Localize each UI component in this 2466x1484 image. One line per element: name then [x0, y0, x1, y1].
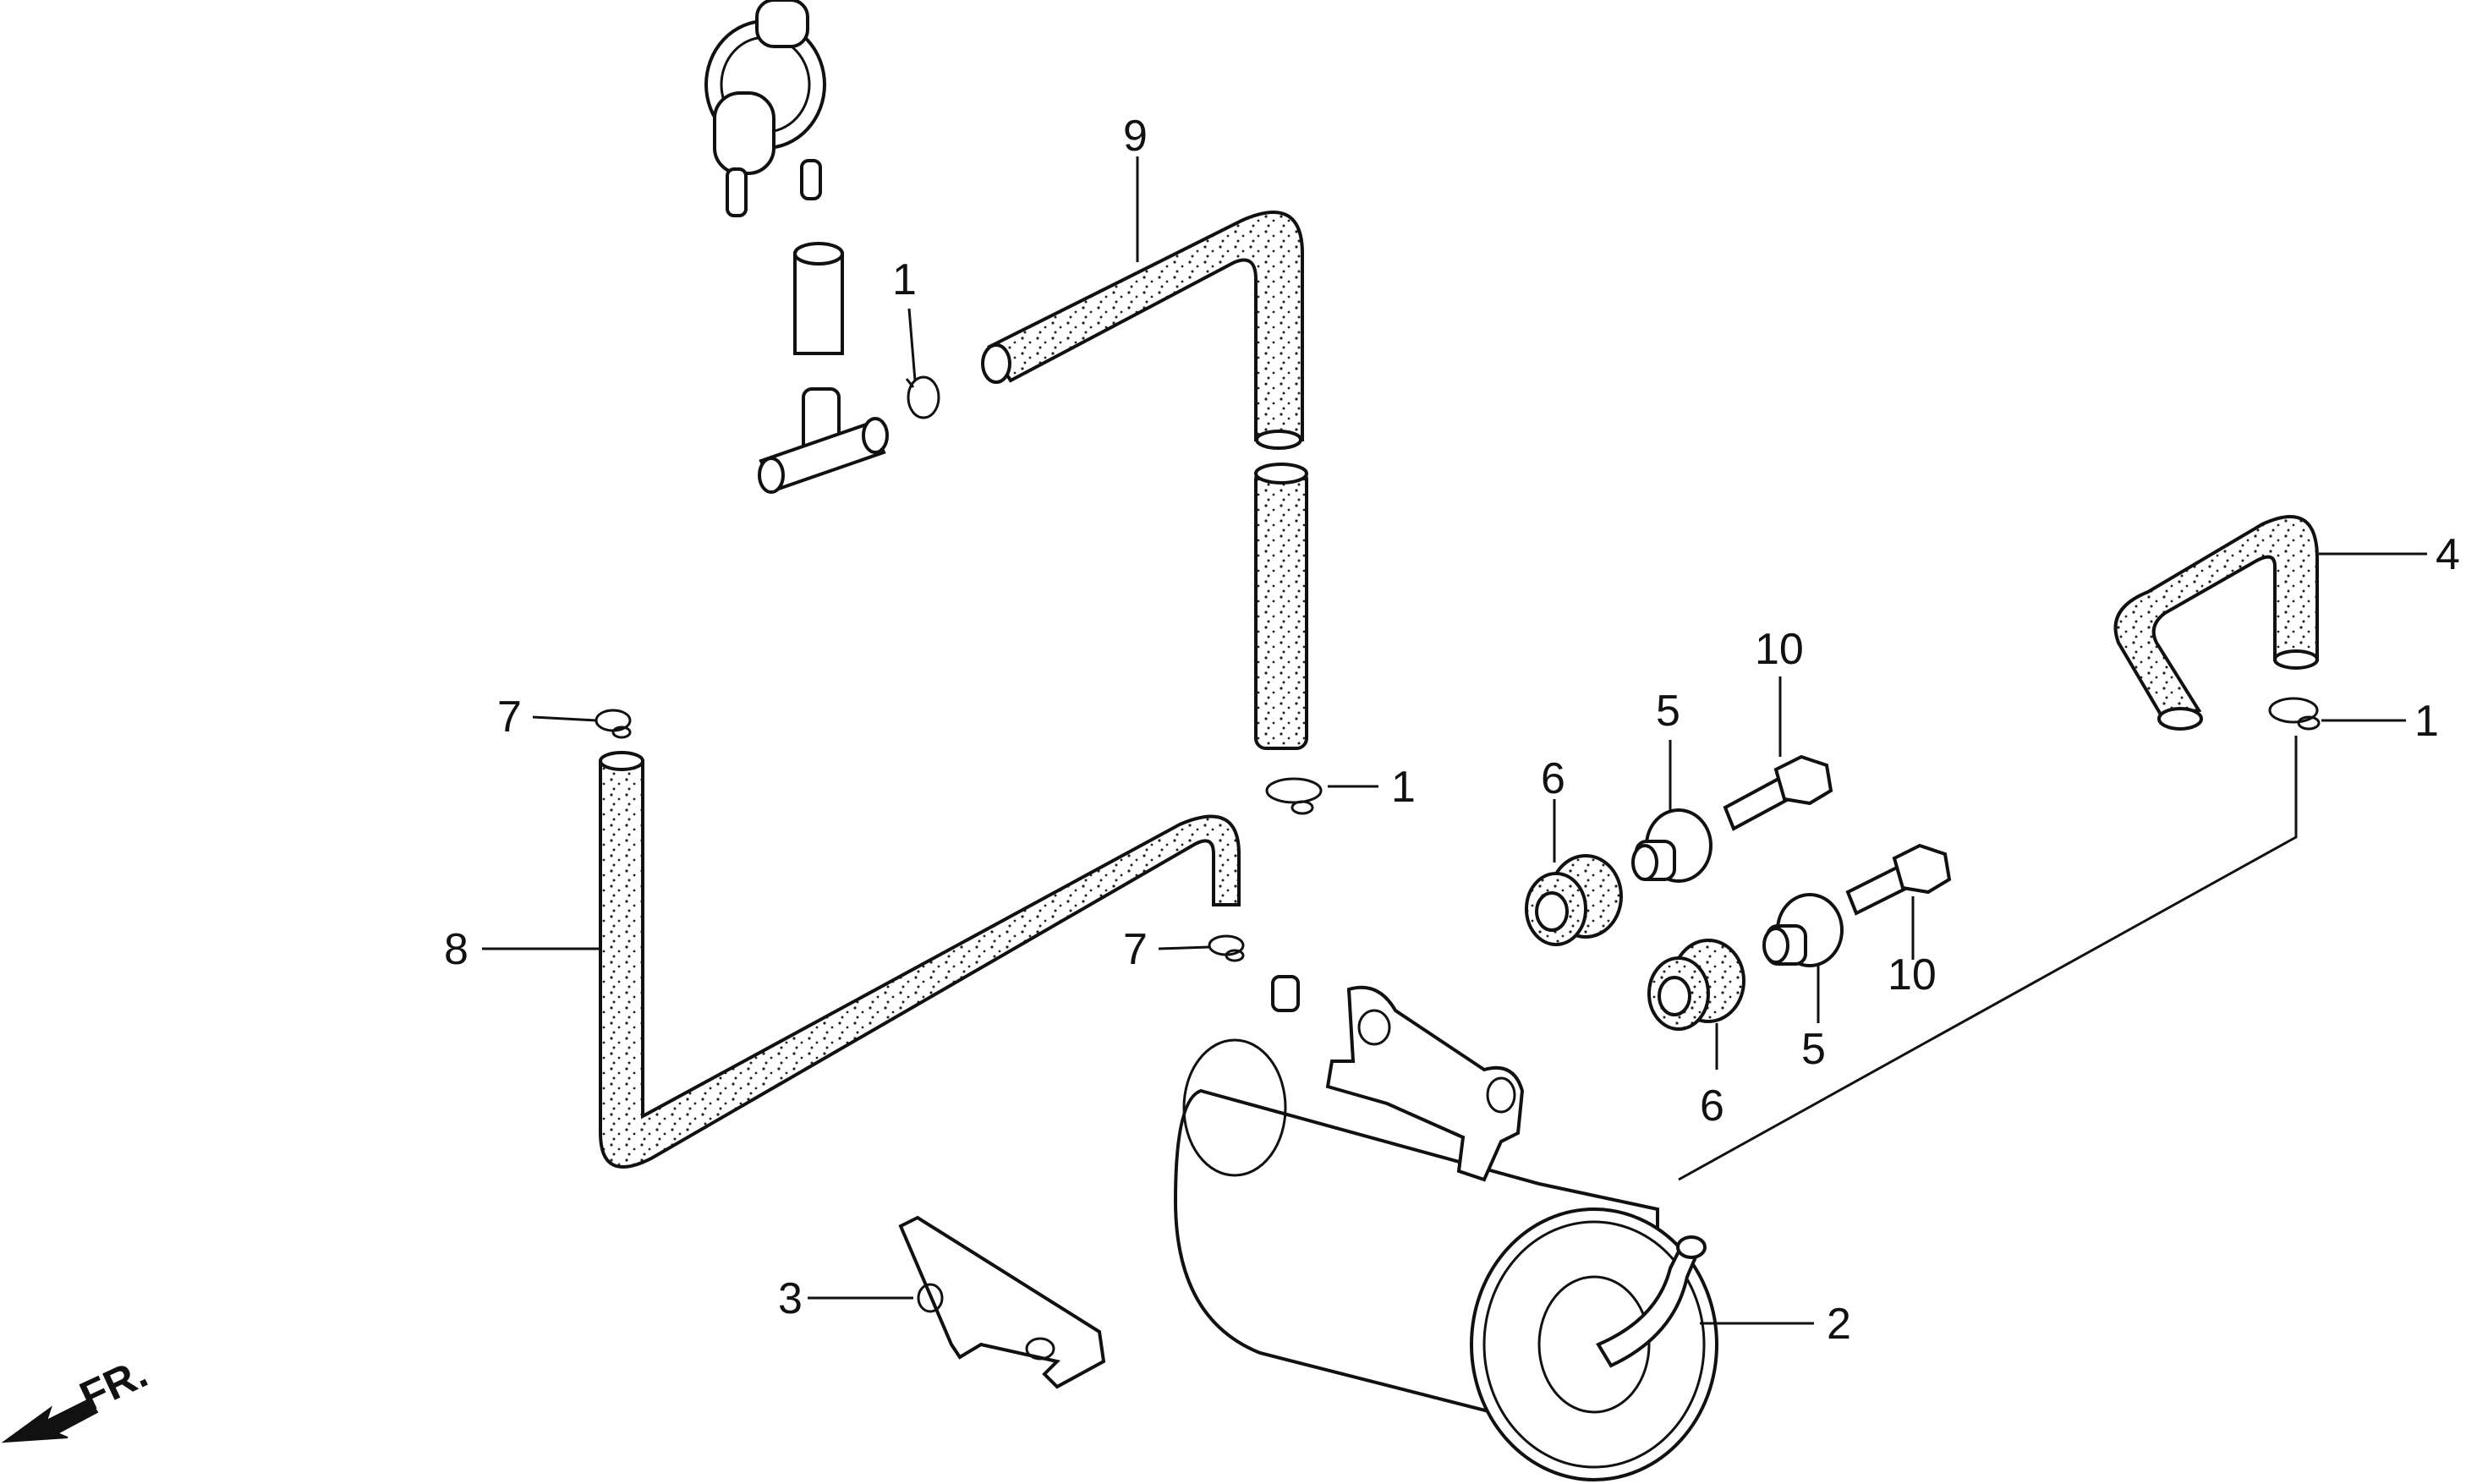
hose-clip-top — [595, 709, 632, 739]
grommet-6-top — [1525, 854, 1623, 946]
hose-4 — [2113, 515, 2319, 731]
front-direction-marker: FR. — [1, 1349, 155, 1443]
callout-6-top: 6 — [1541, 754, 1565, 803]
callout-4: 4 — [2436, 530, 2460, 579]
callout-1-right: 1 — [2414, 697, 2439, 746]
hose-clip-middle — [1208, 934, 1245, 962]
grommet-6-bottom — [1647, 939, 1745, 1031]
bracket-3 — [898, 1215, 1106, 1389]
callout-5-bottom: 5 — [1801, 1025, 1826, 1074]
hose-clamp-right — [2268, 697, 2321, 731]
collar-5-top — [1631, 808, 1712, 883]
callout-5-top: 5 — [1656, 687, 1680, 736]
callout-9: 9 — [1123, 112, 1148, 161]
front-direction-arrow-icon — [1, 1398, 99, 1443]
hose-clamp-middle — [1265, 777, 1323, 815]
callout-7-middle: 7 — [1123, 925, 1148, 974]
leader-line-clip-7-top — [532, 715, 597, 722]
callout-1-top: 1 — [892, 255, 917, 304]
short-hose-segment — [793, 242, 844, 355]
callout-6-bottom: 6 — [1700, 1082, 1724, 1131]
callout-10-top: 10 — [1755, 625, 1804, 674]
leader-line-clamp-1-top — [907, 308, 917, 381]
check-valve — [704, 0, 826, 217]
callout-7-top: 7 — [497, 693, 522, 742]
callout-8: 8 — [444, 925, 469, 974]
hose-8 — [599, 751, 1241, 1169]
callout-1-middle: 1 — [1391, 763, 1416, 812]
bolt-10-top — [1723, 754, 1833, 831]
evap-canister-2 — [1173, 975, 1718, 1481]
routing-line — [1678, 736, 2298, 1181]
collar-5-bottom — [1762, 893, 1844, 967]
hose-9 — [981, 211, 1304, 450]
callout-10-bottom: 10 — [1888, 950, 1937, 999]
vertical-hose-segment — [1254, 463, 1308, 750]
leader-line-clip-7-mid — [1158, 945, 1210, 950]
callout-2: 2 — [1827, 1300, 1851, 1349]
callout-3: 3 — [778, 1274, 803, 1323]
t-joint — [758, 387, 889, 494]
hose-clamp-top — [905, 375, 940, 419]
bolt-10-bottom — [1845, 843, 1952, 916]
